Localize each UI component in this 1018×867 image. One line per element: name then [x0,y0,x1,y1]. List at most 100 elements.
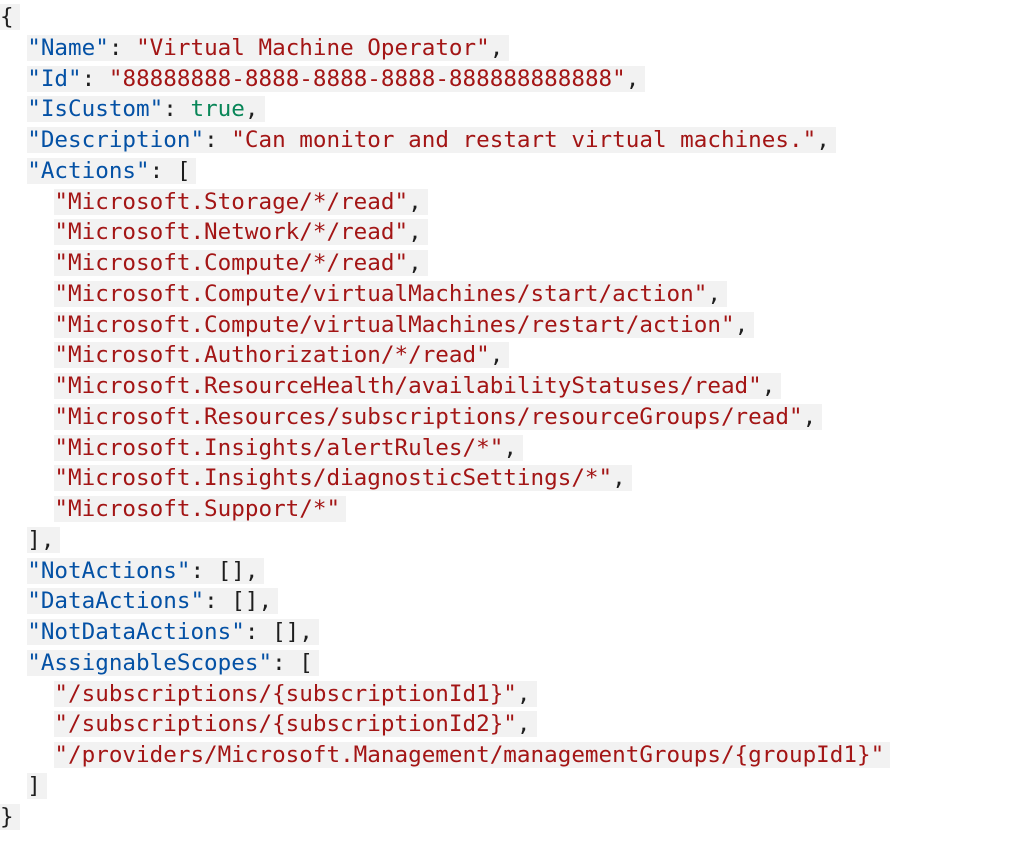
json-punctuation: , [707,280,721,307]
json-punctuation: : [], [244,619,313,645]
code-line: "NotDataActions": [], [0,617,1018,648]
code-line: "Microsoft.Network/*/read", [0,217,1018,248]
json-punctuation: : [204,127,232,153]
code-line: "NotActions": [], [0,556,1018,587]
code-indent [0,496,54,522]
json-punctuation: , [816,127,830,153]
json-punctuation: , [516,680,531,707]
code-line: "Microsoft.Resources/subscriptions/resou… [0,402,1018,433]
code-indent [0,250,54,276]
code-line-content: "Microsoft.Compute/virtualMachines/resta… [54,311,755,338]
code-indent [0,681,54,707]
code-line-content: "Id": "88888888-8888-8888-8888-888888888… [27,65,646,92]
json-punctuation: , [408,250,422,276]
code-indent [0,342,54,368]
json-key: "Id" [27,65,82,92]
code-line-content: "Name": "Virtual Machine Operator", [27,34,510,61]
json-key: "Description" [27,127,205,153]
json-string: "Microsoft.Insights/diagnosticSettings/*… [54,465,613,492]
json-punctuation: { [0,4,14,30]
json-key: "Actions" [27,157,150,184]
code-indent [0,619,27,645]
code-line: "IsCustom": true, [0,94,1018,125]
json-key: "Name" [27,34,109,61]
code-line-content: "/subscriptions/{subscriptionId2}", [54,711,537,738]
json-string: "Microsoft.Compute/virtualMachines/start… [54,280,708,307]
code-indent [0,189,54,215]
code-line-content: "Microsoft.Storage/*/read", [54,188,428,215]
json-string: "Microsoft.Compute/*/read" [54,250,409,276]
json-punctuation: , [489,34,504,61]
json-punctuation: : [], [190,557,259,584]
json-string: "Virtual Machine Operator" [136,34,490,61]
code-line: "Microsoft.Insights/diagnosticSettings/*… [0,463,1018,494]
code-line-content: "Microsoft.Authorization/*/read", [54,342,510,369]
json-punctuation: , [516,711,531,738]
code-line-content: "DataActions": [], [27,588,279,615]
code-indent [0,711,54,737]
code-indent [0,527,27,553]
code-line-content: "Microsoft.Insights/alertRules/*", [54,434,523,461]
json-punctuation: : [81,65,109,92]
json-string: "88888888-8888-8888-8888-888888888888" [108,65,626,92]
json-string: "Can monitor and restart virtual machine… [231,127,817,153]
json-key: "IsCustom" [27,96,164,123]
code-line-content: "AssignableScopes": [ [27,649,319,676]
code-indent [0,127,27,153]
code-indent [0,742,54,768]
code-line: } [0,802,1018,833]
json-string: "/providers/Microsoft.Management/managem… [54,742,885,768]
code-indent [0,66,27,92]
code-line: "Microsoft.Compute/virtualMachines/start… [0,279,1018,310]
code-indent [0,650,27,676]
json-key: "AssignableScopes" [27,649,273,676]
json-string: "Microsoft.Authorization/*/read" [54,342,490,369]
code-indent [0,219,54,245]
code-line: { [0,2,1018,33]
code-line: "Actions": [ [0,156,1018,187]
json-boolean: true [190,96,245,123]
code-line: "Microsoft.Support/*" [0,494,1018,525]
json-punctuation: } [0,803,14,830]
json-string: "Microsoft.ResourceHealth/availabilitySt… [54,373,762,399]
json-punctuation: , [734,311,749,338]
code-line-content: { [0,4,20,30]
code-line: "/subscriptions/{subscriptionId1}", [0,679,1018,710]
code-line-content: ], [27,526,61,553]
code-indent [0,281,54,307]
code-line: "DataActions": [], [0,586,1018,617]
code-indent [0,35,27,61]
code-indent [0,312,54,338]
code-line-content: "Microsoft.Compute/virtualMachines/start… [54,280,727,307]
json-string: "/subscriptions/{subscriptionId1}" [54,680,517,707]
json-key: "DataActions" [27,588,205,615]
code-line-content: "NotActions": [], [27,557,265,584]
code-indent [0,373,54,399]
json-punctuation: , [761,373,776,399]
code-line-content: ] [27,772,47,799]
json-punctuation: ] [27,772,41,799]
code-line-content: "Description": "Can monitor and restart … [27,127,836,153]
code-line-content: "Actions": [ [27,157,197,184]
code-line: "AssignableScopes": [ [0,648,1018,679]
code-line: "Microsoft.Compute/*/read", [0,248,1018,279]
code-line-content: "/subscriptions/{subscriptionId1}", [54,680,537,707]
json-punctuation: , [244,96,259,123]
json-string: "Microsoft.Support/*" [54,496,341,522]
json-punctuation: , [503,434,517,461]
code-line-content: "Microsoft.Compute/*/read", [54,250,428,276]
json-punctuation: , [408,188,422,215]
json-punctuation: : [], [204,588,273,615]
code-line: "/providers/Microsoft.Management/managem… [0,740,1018,771]
code-indent [0,588,27,614]
json-string: "Microsoft.Resources/subscriptions/resou… [54,403,803,430]
code-line: "Microsoft.ResourceHealth/availabilitySt… [0,371,1018,402]
code-indent [0,158,27,184]
code-line-content: "Microsoft.Support/*" [54,496,347,522]
json-punctuation: : [108,34,137,61]
json-string: "Microsoft.Insights/alertRules/*" [54,434,504,461]
code-line-content: "IsCustom": true, [27,96,265,123]
json-punctuation: : [ [272,649,313,676]
code-indent [0,558,27,584]
json-punctuation: : [163,96,191,123]
